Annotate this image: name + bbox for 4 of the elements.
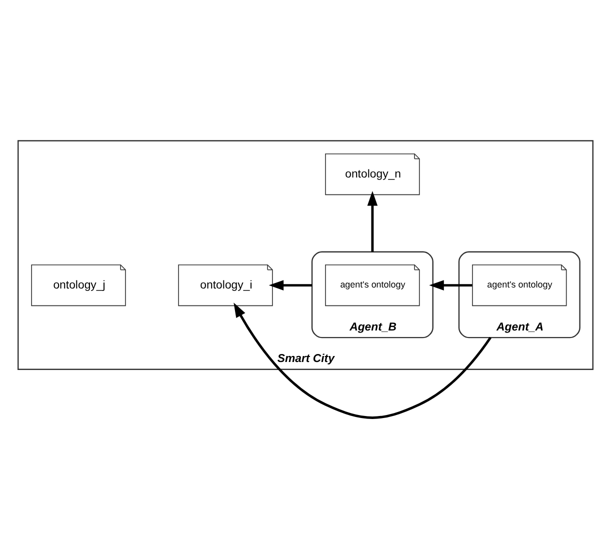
arrow (429, 280, 472, 290)
arrow (268, 280, 312, 290)
arrow (367, 191, 378, 252)
arrow (234, 302, 492, 419)
